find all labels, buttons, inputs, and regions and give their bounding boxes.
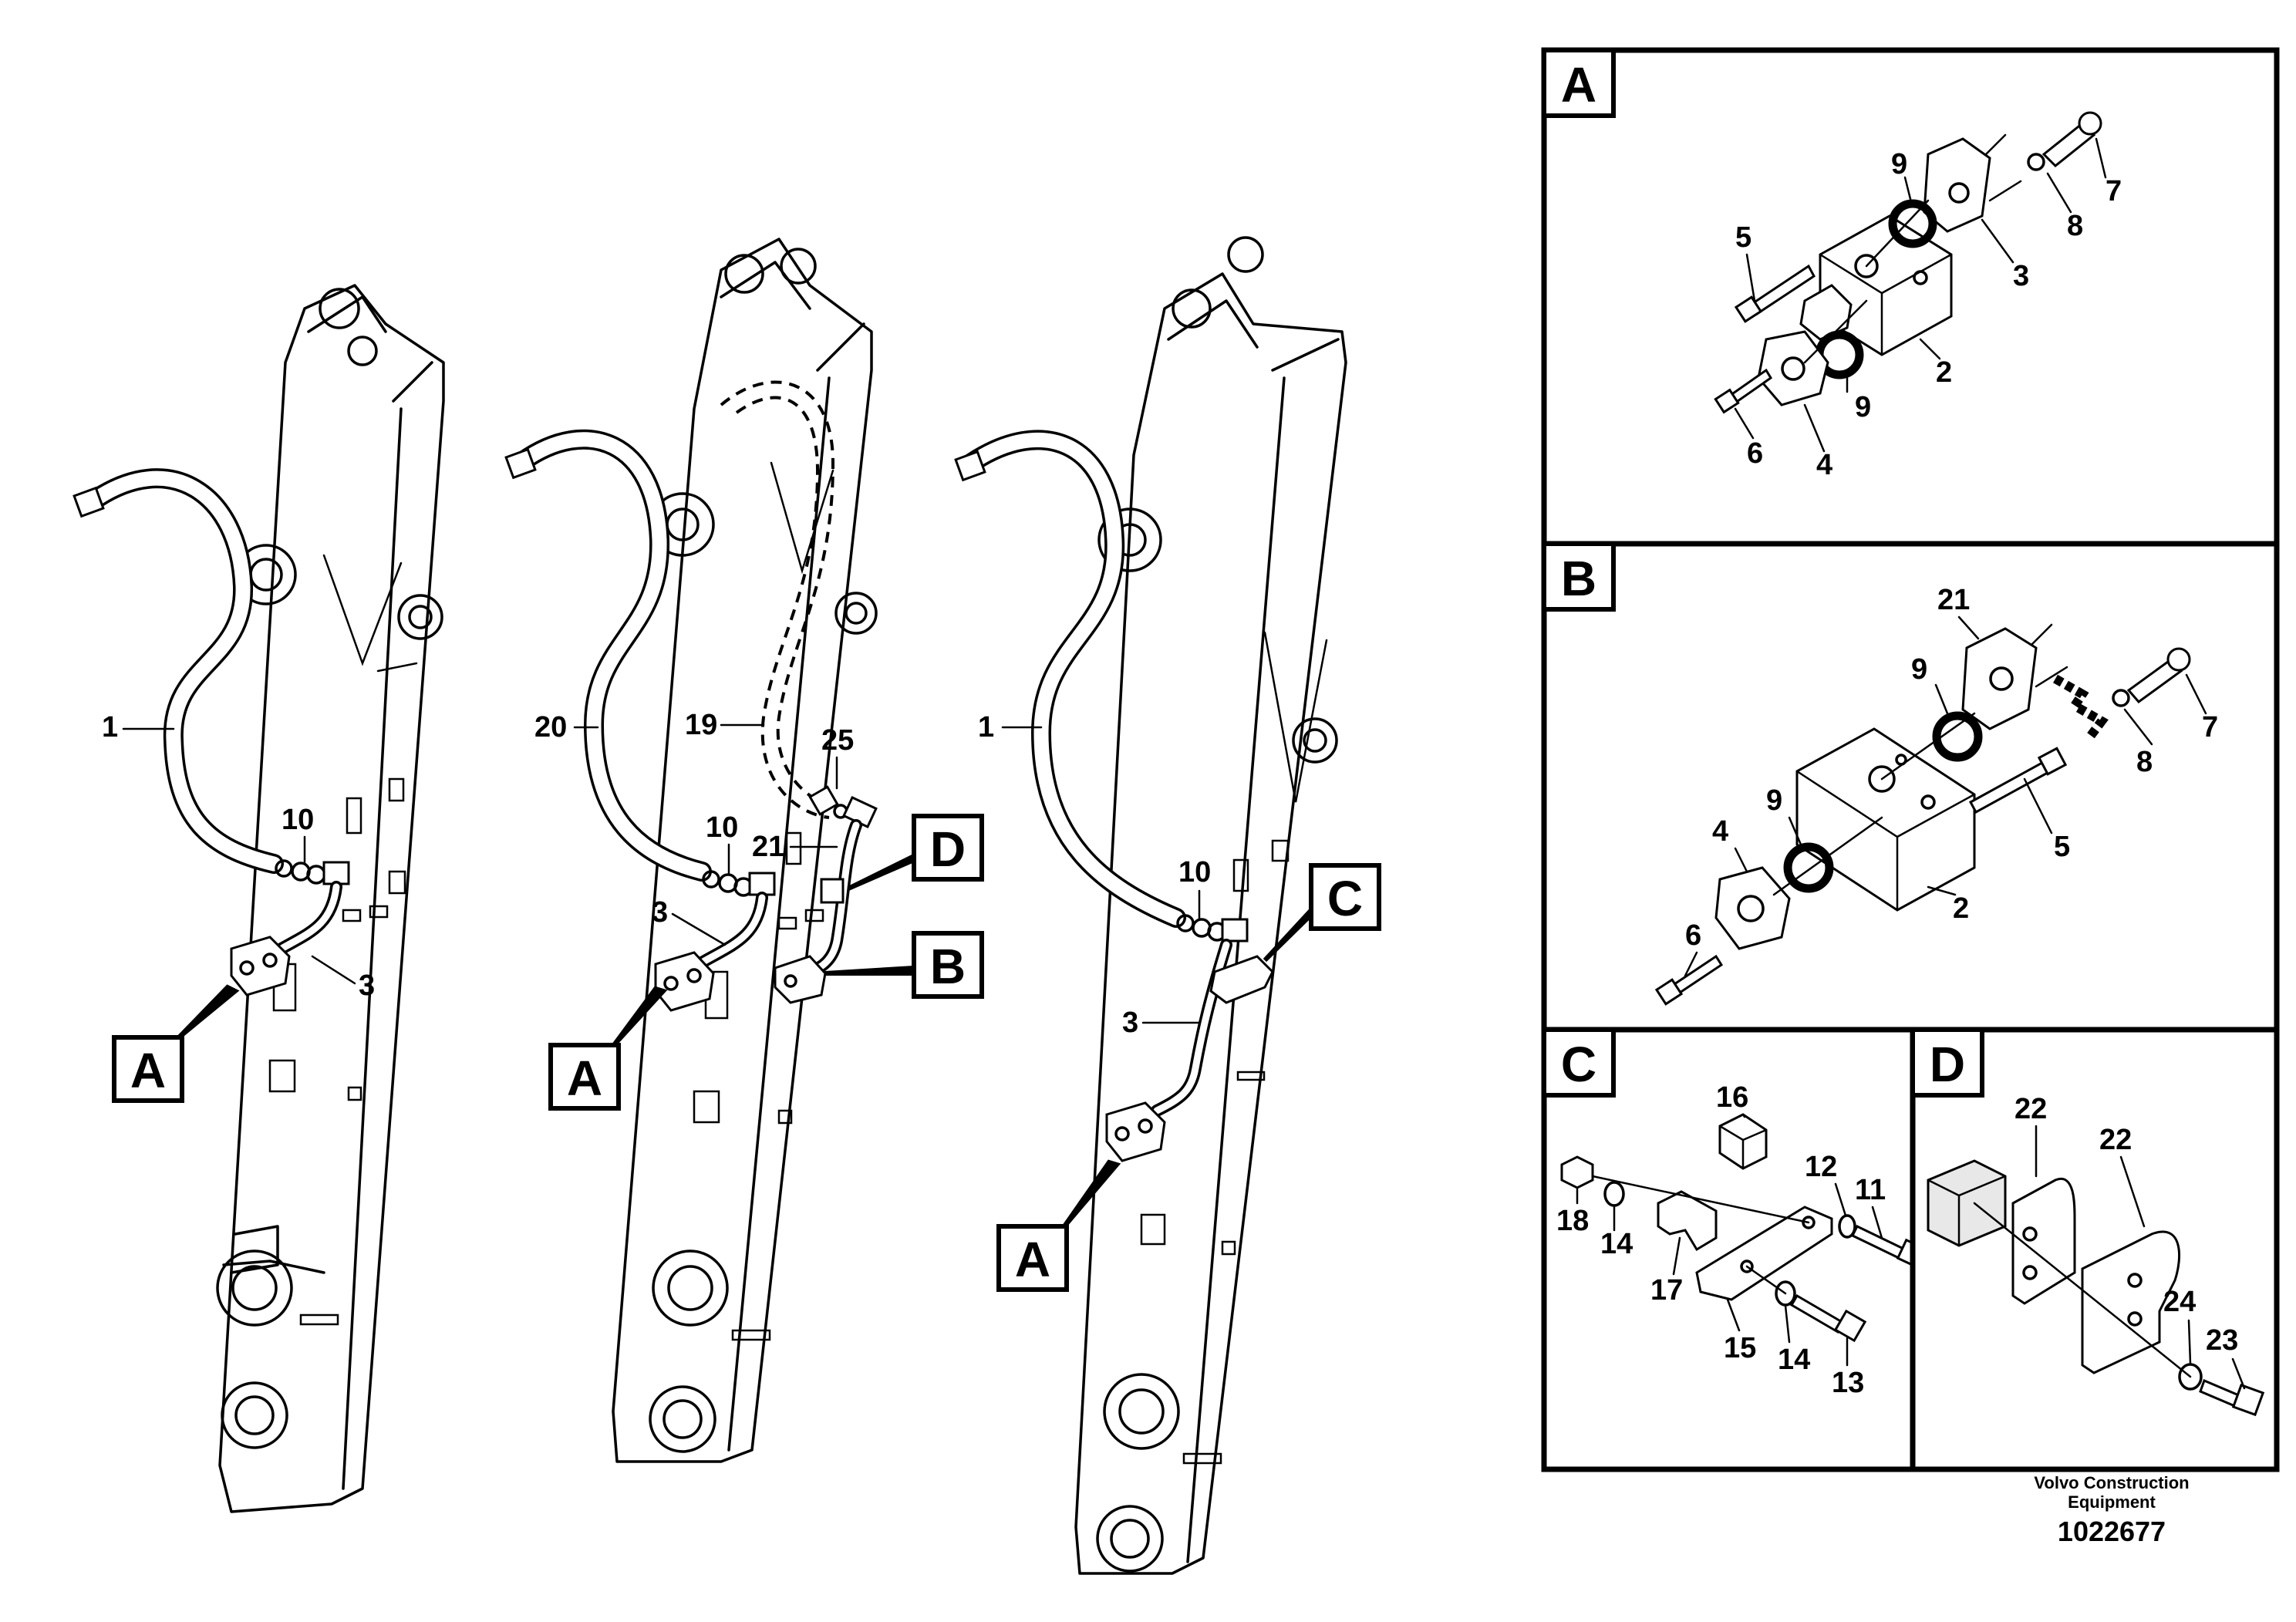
labels-right: 1 10 3 <box>978 711 1211 1039</box>
panel-b-label-21: 21 <box>1937 584 1970 616</box>
boom-left <box>216 284 445 1513</box>
panel-d-label-22-upper: 22 <box>2014 1093 2047 1125</box>
detail-panel-c: C 16 12 11 18 14 17 15 14 13 <box>1541 1027 1927 1472</box>
panel-c-label-16: 16 <box>1716 1081 1748 1114</box>
panel-c-label-11: 11 <box>1855 1174 1886 1206</box>
callout-b-middle: B <box>930 939 966 994</box>
panel-a-label-2: 2 <box>1936 356 1952 389</box>
footer-brand-line2: Equipment <box>2068 1492 2156 1512</box>
label-left-3: 3 <box>359 969 375 1002</box>
boom-middle <box>612 238 878 1463</box>
footer: Volvo Construction Equipment 1022677 <box>2034 1473 2189 1547</box>
panel-c-label-17: 17 <box>1650 1274 1683 1307</box>
panel-a-label-4: 4 <box>1816 449 1832 481</box>
panel-a-label-3: 3 <box>2013 260 2029 292</box>
panel-a-label-9-top: 9 <box>1891 148 1907 180</box>
panel-d-label-23: 23 <box>2206 1324 2238 1357</box>
panel-a-label-7: 7 <box>2106 175 2122 207</box>
panel-b-label-8: 8 <box>2136 746 2153 778</box>
panel-b-label-7: 7 <box>2202 711 2218 744</box>
callout-a-left: A <box>130 1043 166 1098</box>
footer-brand-line1: Volvo Construction <box>2034 1473 2189 1492</box>
callout-d-middle: D <box>930 821 966 877</box>
callout-c-right: C <box>1327 871 1363 926</box>
detail-panel-b: B 21 9 7 8 9 5 4 <box>1541 541 2280 1033</box>
panel-d-label-24: 24 <box>2163 1286 2196 1318</box>
panel-a-label-6: 6 <box>1747 437 1763 470</box>
panel-c-letter: C <box>1561 1037 1596 1092</box>
callout-a-right: A <box>1015 1232 1050 1287</box>
label-middle-20: 20 <box>534 711 567 744</box>
label-right-3: 3 <box>1122 1007 1138 1039</box>
panel-a-label-9-bottom: 9 <box>1855 391 1871 423</box>
boom-right <box>1074 236 1347 1575</box>
drawing-number: 1022677 <box>2058 1516 2166 1547</box>
label-middle-25: 25 <box>821 724 854 757</box>
label-middle-21: 21 <box>752 831 784 863</box>
panel-d-letter: D <box>1930 1037 1965 1092</box>
panel-c-label-18: 18 <box>1556 1205 1589 1237</box>
label-right-1: 1 <box>978 711 994 744</box>
labels-left: 1 10 3 <box>102 711 375 1002</box>
hose-left <box>72 468 350 996</box>
panel-b-label-6: 6 <box>1685 919 1701 952</box>
panel-b-label-5: 5 <box>2054 831 2070 863</box>
panel-c-label-13: 13 <box>1832 1367 1864 1399</box>
panel-c-label-14-left: 14 <box>1600 1228 1633 1260</box>
panel-b-letter: B <box>1561 551 1596 606</box>
label-right-10: 10 <box>1178 856 1211 889</box>
detail-panel-d: D 22 22 24 23 <box>1910 1027 2280 1472</box>
panel-a-label-8: 8 <box>2067 210 2083 242</box>
panel-c-label-12: 12 <box>1805 1151 1837 1183</box>
detail-panel-a: A 9 7 5 8 3 9 2 <box>1541 47 2280 547</box>
panel-b-label-2: 2 <box>1953 892 1969 925</box>
hose-right <box>954 430 1274 1162</box>
panel-a-letter: A <box>1561 57 1596 113</box>
label-left-10: 10 <box>282 804 314 836</box>
labels-middle: 20 19 25 10 21 3 <box>534 709 854 946</box>
label-middle-19: 19 <box>685 709 717 741</box>
callouts-main: A A B D A C <box>112 814 1381 1292</box>
panel-c-label-14-lower: 14 <box>1778 1344 1810 1376</box>
panel-a-label-5: 5 <box>1735 221 1752 254</box>
panel-b-label-9-upper: 9 <box>1911 653 1927 686</box>
label-middle-10: 10 <box>706 811 738 844</box>
panel-b-label-4: 4 <box>1712 815 1728 848</box>
callout-a-middle: A <box>567 1050 602 1106</box>
label-left-1: 1 <box>102 711 118 744</box>
panel-d-label-22-lower: 22 <box>2099 1124 2132 1156</box>
panel-c-label-15: 15 <box>1724 1332 1756 1364</box>
hose-middle <box>504 429 878 1012</box>
panel-b-label-9-lower: 9 <box>1766 784 1782 817</box>
label-middle-3: 3 <box>652 896 668 929</box>
